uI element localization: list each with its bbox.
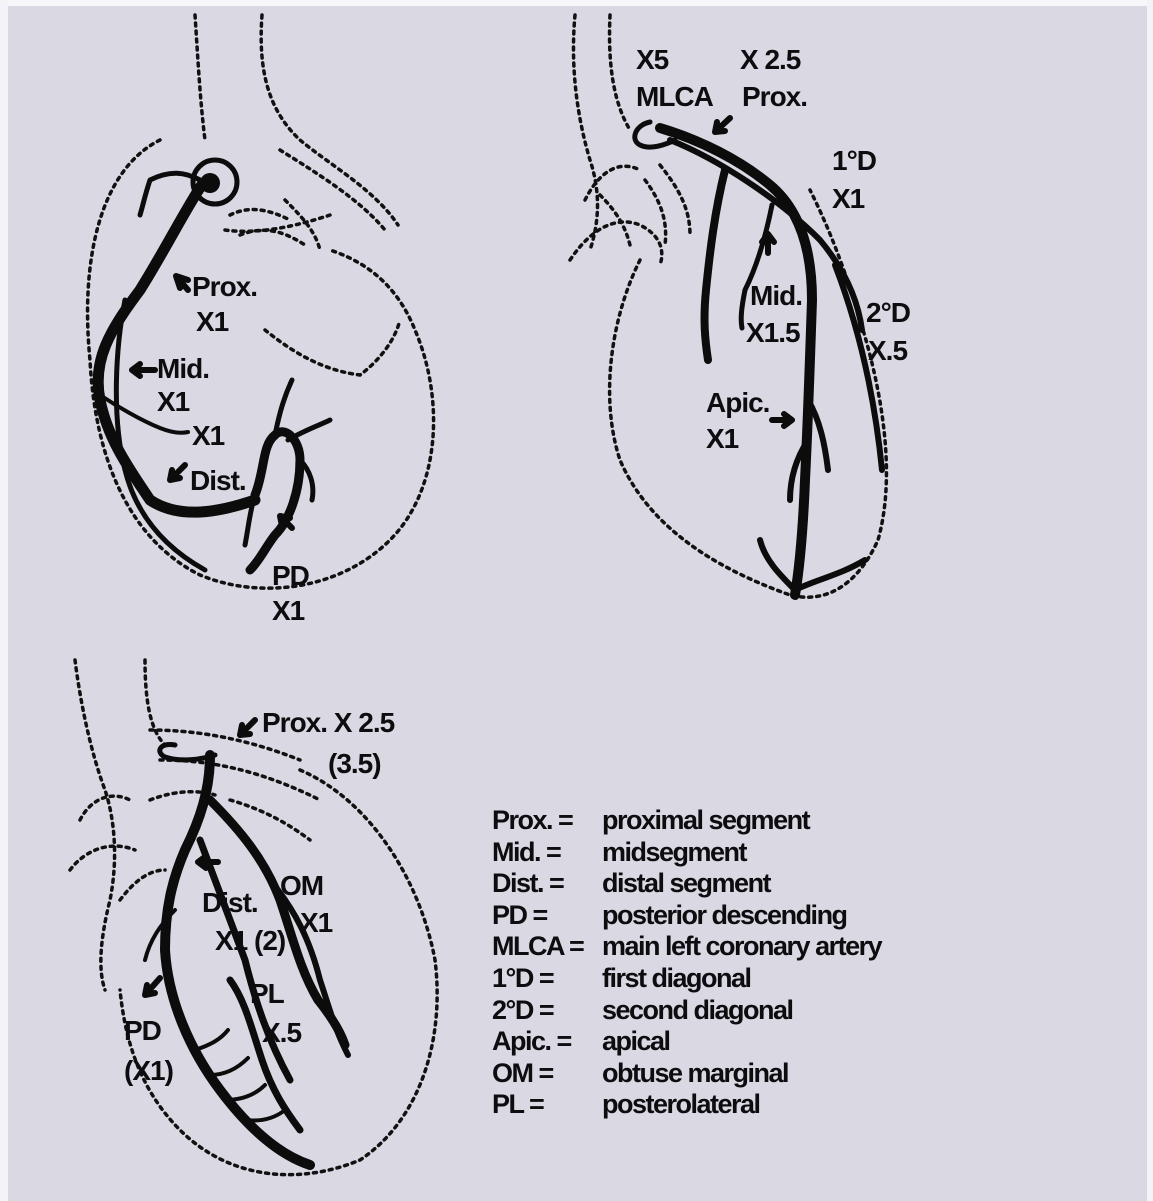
legend-abbreviation: Prox. = <box>492 805 572 836</box>
rca-panel: Prox. X1 Mid. X1 X1 Dist. PD X1 <box>88 15 434 626</box>
rca-aorta-right-wall <box>261 15 398 225</box>
rca-prox-multiplier: X1 <box>196 306 229 337</box>
lad-d2-multiplier: X.5 <box>868 335 907 366</box>
legend-abbreviation: PL = <box>492 1089 543 1120</box>
rca-dist-arrow <box>170 465 185 480</box>
rca-pd-label: PD <box>272 560 310 591</box>
circ-dist-label: Dist. <box>202 887 258 918</box>
circ-om-label: OM <box>280 870 323 901</box>
legend-definition: distal segment <box>602 868 770 899</box>
lad-prox-multiplier: X 2.5 <box>740 44 801 75</box>
rca-mid-label: Mid. <box>157 353 209 384</box>
legend-abbreviation: MLCA = <box>492 931 583 962</box>
lad-aorta-left-wall <box>573 15 597 250</box>
lad-d2-label: 2°D <box>866 297 911 328</box>
legend-definition: proximal segment <box>602 805 809 836</box>
legend-definition: first diagonal <box>602 963 751 994</box>
circ-pl-multiplier: X.5 <box>262 1017 301 1048</box>
lad-mlca-multiplier: X5 <box>636 44 669 75</box>
circ-dist-arrow <box>198 856 218 868</box>
legend-abbreviation: OM = <box>492 1058 553 1089</box>
lad-pulmonary-tangle <box>570 165 690 265</box>
lad-apical-branches <box>760 400 865 590</box>
rca-vessel-tangle <box>230 200 320 250</box>
rca-atrium-outline <box>265 320 400 375</box>
circ-aorta-right-wall <box>145 660 165 745</box>
legend-definition: midsegment <box>602 837 746 868</box>
lad-apic-multiplier: X1 <box>706 423 739 454</box>
circ-aorta-left-wall <box>75 660 115 990</box>
legend-definition: posterolateral <box>602 1089 760 1120</box>
legend-definition: obtuse marginal <box>602 1058 788 1089</box>
circ-pd-arrow <box>145 978 160 995</box>
lad-d1-multiplier: X1 <box>832 183 865 214</box>
lad-prox-label: Prox. <box>742 81 807 112</box>
circ-main-vessel <box>165 755 310 1165</box>
circ-prox-alt-multiplier: (3.5) <box>328 748 381 779</box>
rca-mid-arrow <box>132 364 155 376</box>
legend-definition: main left coronary artery <box>602 931 881 962</box>
rca-dist-label: Dist. <box>190 465 246 496</box>
legend-definition: apical <box>602 1026 670 1057</box>
circ-panel: Prox. X 2.5 (3.5) Dist. X1 (2) OM X1 PL … <box>70 660 437 1175</box>
rca-prox-label: Prox. <box>192 271 257 302</box>
legend-abbreviation: 1°D = <box>492 963 553 994</box>
circ-pl-label: PL <box>250 978 285 1009</box>
rca-aorta-left-wall <box>195 15 205 140</box>
lad-second-diagonal <box>835 265 882 470</box>
circ-pd-multiplier: (X1) <box>124 1055 173 1086</box>
lad-mid-multiplier: X1.5 <box>746 317 800 348</box>
legend-abbreviation: Mid. = <box>492 837 560 868</box>
circ-prox-arrow <box>240 720 255 735</box>
legend-definition: posterior descending <box>602 900 847 931</box>
lad-prox-arrow <box>715 118 730 132</box>
rca-extra-multiplier: X1 <box>192 420 225 451</box>
lad-mlca-label: MLCA <box>636 81 714 112</box>
circ-om-multiplier: X1 <box>300 907 333 938</box>
lad-panel: X5 MLCA X 2.5 Prox. 1°D X1 Mid. X1.5 2°D… <box>570 15 911 597</box>
lad-aorta-right-wall <box>610 15 630 130</box>
lad-mid-label: Mid. <box>750 280 802 311</box>
rca-pd-multiplier: X1 <box>272 595 305 626</box>
circ-pd-label: PD <box>124 1015 162 1046</box>
circ-dist-alt-multiplier: (2) <box>254 925 285 956</box>
rca-prox-arrow <box>176 276 188 290</box>
legend-definition: second diagonal <box>602 995 793 1026</box>
legend-abbreviation: 2°D = <box>492 995 553 1026</box>
legend-abbreviation: PD = <box>492 900 547 931</box>
lad-d1-label: 1°D <box>832 145 877 176</box>
lad-first-diagonal <box>705 170 725 360</box>
legend-abbreviation: Apic. = <box>492 1026 571 1057</box>
circ-prox-label: Prox. X 2.5 <box>262 707 395 738</box>
legend-abbreviation: Dist. = <box>492 868 563 899</box>
lad-mid-arrow <box>762 234 774 253</box>
rca-pd-arrow <box>280 516 292 528</box>
rca-mid-multiplier: X1 <box>157 386 190 417</box>
circ-dist-multiplier: X1 <box>215 925 248 956</box>
lad-apic-label: Apic. <box>706 387 769 418</box>
lad-apic-arrow <box>772 414 792 426</box>
